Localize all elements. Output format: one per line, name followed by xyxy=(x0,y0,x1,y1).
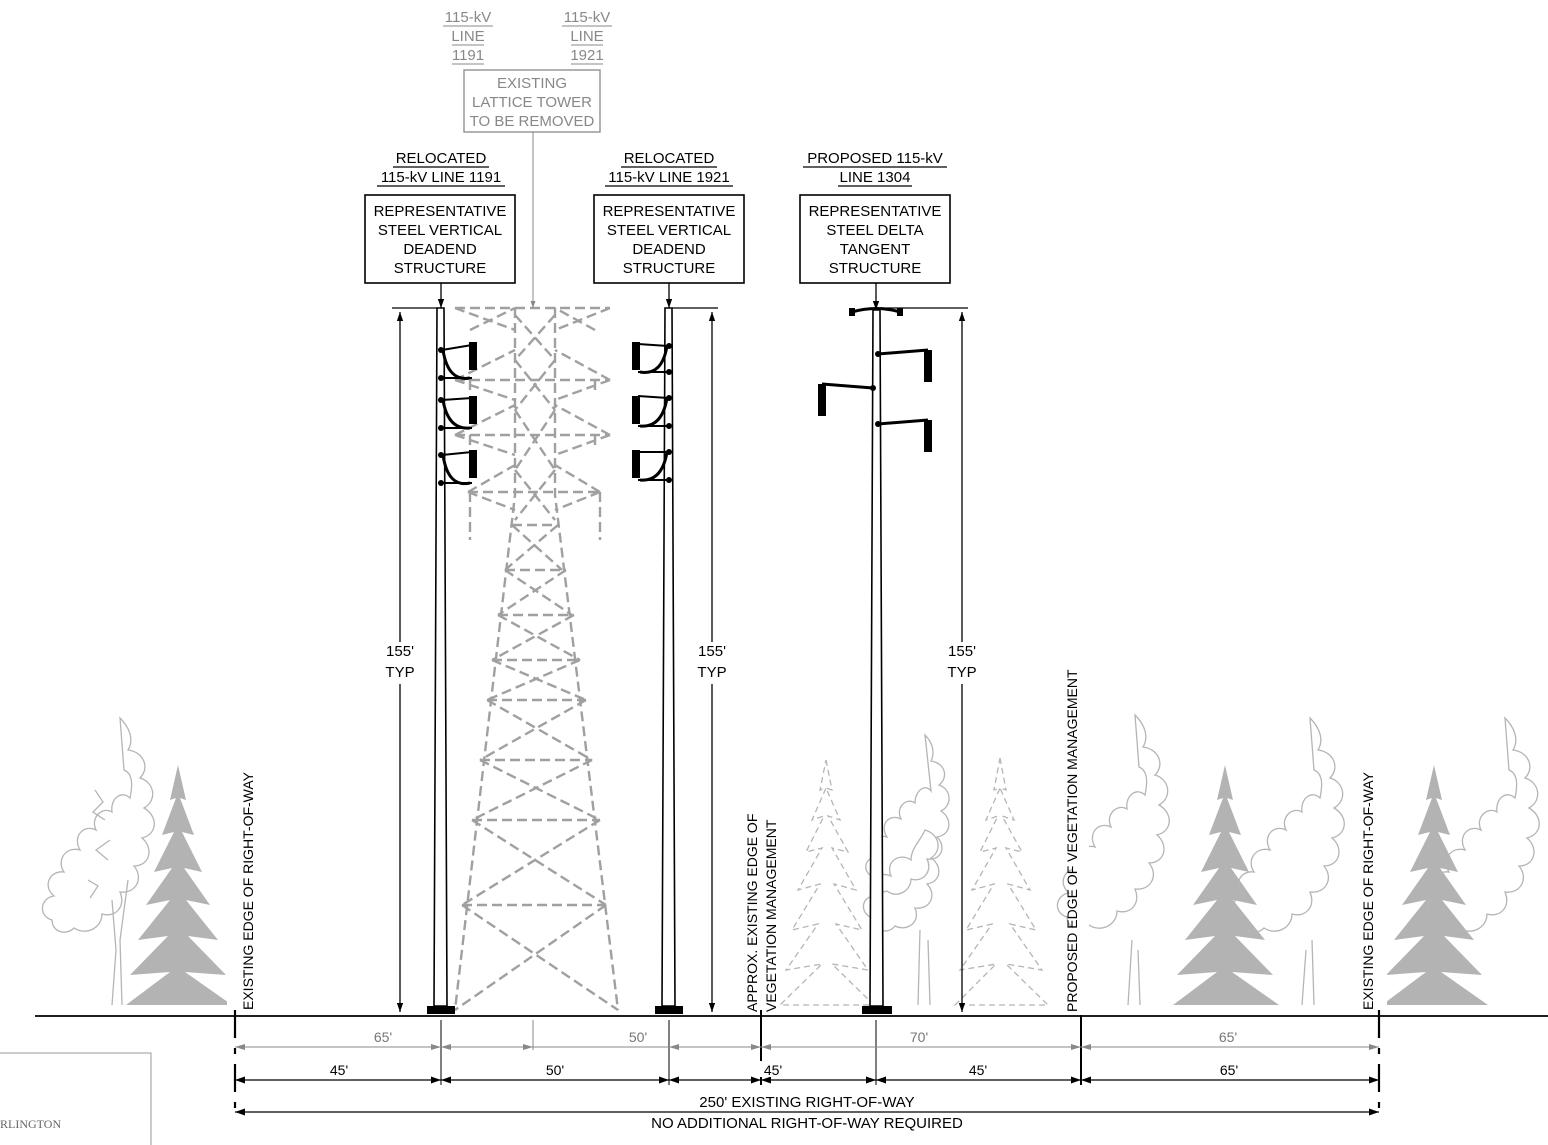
s1-box xyxy=(364,194,516,284)
tree-group-left xyxy=(41,716,232,1006)
tower-line-b-3: 1921 xyxy=(570,47,603,64)
height-1-typ: TYP xyxy=(385,664,414,681)
structure-1-pole xyxy=(427,307,477,1014)
s2-box-2: STEEL VERTICAL xyxy=(607,222,731,239)
fir-tree-left xyxy=(126,765,232,1005)
veg-proposed-bg xyxy=(1073,625,1089,1015)
s3-box-3: TANGENT xyxy=(840,241,911,258)
corner-text: RLINGTON xyxy=(0,1117,61,1131)
dim-existing-4: 65' xyxy=(1219,1029,1237,1045)
s3-box-4: STRUCTURE xyxy=(829,260,922,277)
structure-3-pole xyxy=(818,307,932,1014)
row-right-label-bg xyxy=(1371,735,1387,1010)
tower-line-a-1: 115-kV xyxy=(445,9,491,26)
tower-line-b-1: 115-kV xyxy=(564,9,610,26)
s1-box-2: STEEL VERTICAL xyxy=(378,222,502,239)
dim-total-note: NO ADDITIONAL RIGHT-OF-WAY REQUIRED xyxy=(651,1115,963,1132)
s3-box-1: REPRESENTATIVE xyxy=(809,203,942,220)
tower-line-a-2: LINE xyxy=(451,28,484,45)
existing-lattice-tower xyxy=(453,306,620,1011)
dim-existing-3: 70' xyxy=(910,1029,928,1045)
veg-proposed-label: PROPOSED EDGE OF VEGETATION MANAGEMENT xyxy=(1064,669,1080,1012)
veg-existing-label-2: VEGETATION MANAGEMENT xyxy=(763,819,779,1012)
structure-1-label: RELOCATED 115-kV LINE 1191 REPRESENTATIV… xyxy=(364,150,516,284)
tower-box xyxy=(463,69,601,133)
s1-box-4: STRUCTURE xyxy=(394,260,487,277)
dim-proposed-4: 45' xyxy=(969,1062,987,1078)
tower-line-a-3: 1191 xyxy=(452,47,484,64)
s1-title-2: 115-kV LINE 1191 xyxy=(381,169,501,186)
s1-title-1: RELOCATED xyxy=(396,150,487,167)
row-left-label: EXISTING EDGE OF RIGHT-OF-WAY xyxy=(240,771,256,1010)
height-1-value: 155' xyxy=(386,643,414,660)
dim-existing-row xyxy=(235,1020,1379,1085)
dim-total-row xyxy=(235,1108,1379,1116)
deciduous-tree-left xyxy=(41,716,155,1006)
boundary-lines xyxy=(233,625,1381,1118)
s2-box xyxy=(593,194,745,284)
row-left-label-bg xyxy=(227,740,243,1010)
deciduous-tree-right-3 xyxy=(1426,716,1540,933)
veg-existing-label-1: APPROX. EXISTING EDGE OF xyxy=(744,814,760,1012)
height-2-typ: TYP xyxy=(697,664,726,681)
row-right-label: EXISTING EDGE OF RIGHT-OF-WAY xyxy=(1360,771,1376,1010)
fir-tree-right-1 xyxy=(1173,765,1279,1005)
dim-total-label: 250' EXISTING RIGHT-OF-WAY xyxy=(699,1094,914,1111)
s3-title-1: PROPOSED 115-kV xyxy=(807,150,943,167)
s2-title-1: RELOCATED xyxy=(624,150,715,167)
h3-bg xyxy=(944,642,980,684)
structure-2-pole xyxy=(632,307,683,1014)
s2-box-1: REPRESENTATIVE xyxy=(603,203,736,220)
dim-proposed-2: 50' xyxy=(546,1062,564,1078)
s3-box xyxy=(799,194,951,284)
tree-group-right xyxy=(1056,713,1540,1006)
deciduous-tree-right-2 xyxy=(1231,716,1345,1006)
tower-line-b-2: LINE xyxy=(570,28,603,45)
s2-box-3: DEADEND xyxy=(632,241,706,258)
veg-existing-bg xyxy=(753,735,769,1010)
title-block-corner: RLINGTON xyxy=(0,1052,152,1145)
dim-existing-2: 50' xyxy=(629,1029,647,1045)
conifer-outline-2 xyxy=(953,757,1050,1006)
structure-2-label: RELOCATED 115-kV LINE 1921 REPRESENTATIV… xyxy=(593,150,745,284)
height-2-value: 155' xyxy=(698,643,726,660)
dim-existing-1: 65' xyxy=(374,1029,392,1045)
fir-tree-right-2 xyxy=(1382,765,1488,1005)
dim-proposed-row xyxy=(235,1061,1379,1084)
tower-box-3: TO BE REMOVED xyxy=(470,113,595,130)
tree-group-center xyxy=(778,733,1050,1006)
s1-box-3: DEADEND xyxy=(403,241,477,258)
tower-box-2: LATTICE TOWER xyxy=(472,94,592,111)
s2-title-2: 115-kV LINE 1921 xyxy=(608,169,729,186)
s2-box-4: STRUCTURE xyxy=(623,260,716,277)
tower-box-1: EXISTING xyxy=(497,75,567,92)
dim-proposed-1: 45' xyxy=(330,1062,348,1078)
dim-proposed-5: 65' xyxy=(1220,1062,1238,1078)
lattice-tower-label: 115-kV LINE 1191 115-kV LINE 1921 EXISTI… xyxy=(443,9,612,133)
structure-3-label: PROPOSED 115-kV LINE 1304 REPRESENTATIVE… xyxy=(799,150,951,284)
leaders xyxy=(437,132,880,310)
s1-box-1: REPRESENTATIVE xyxy=(374,203,507,220)
height-3-value: 155' xyxy=(948,643,976,660)
conifer-outline-1 xyxy=(778,759,876,1006)
dim-proposed-3: 45' xyxy=(764,1062,782,1078)
s3-title-2: LINE 1304 xyxy=(840,169,911,186)
s3-box-2: STEEL DELTA xyxy=(826,222,923,239)
h1-bg xyxy=(382,642,418,684)
h2-bg xyxy=(694,642,730,684)
height-3-typ: TYP xyxy=(947,664,976,681)
